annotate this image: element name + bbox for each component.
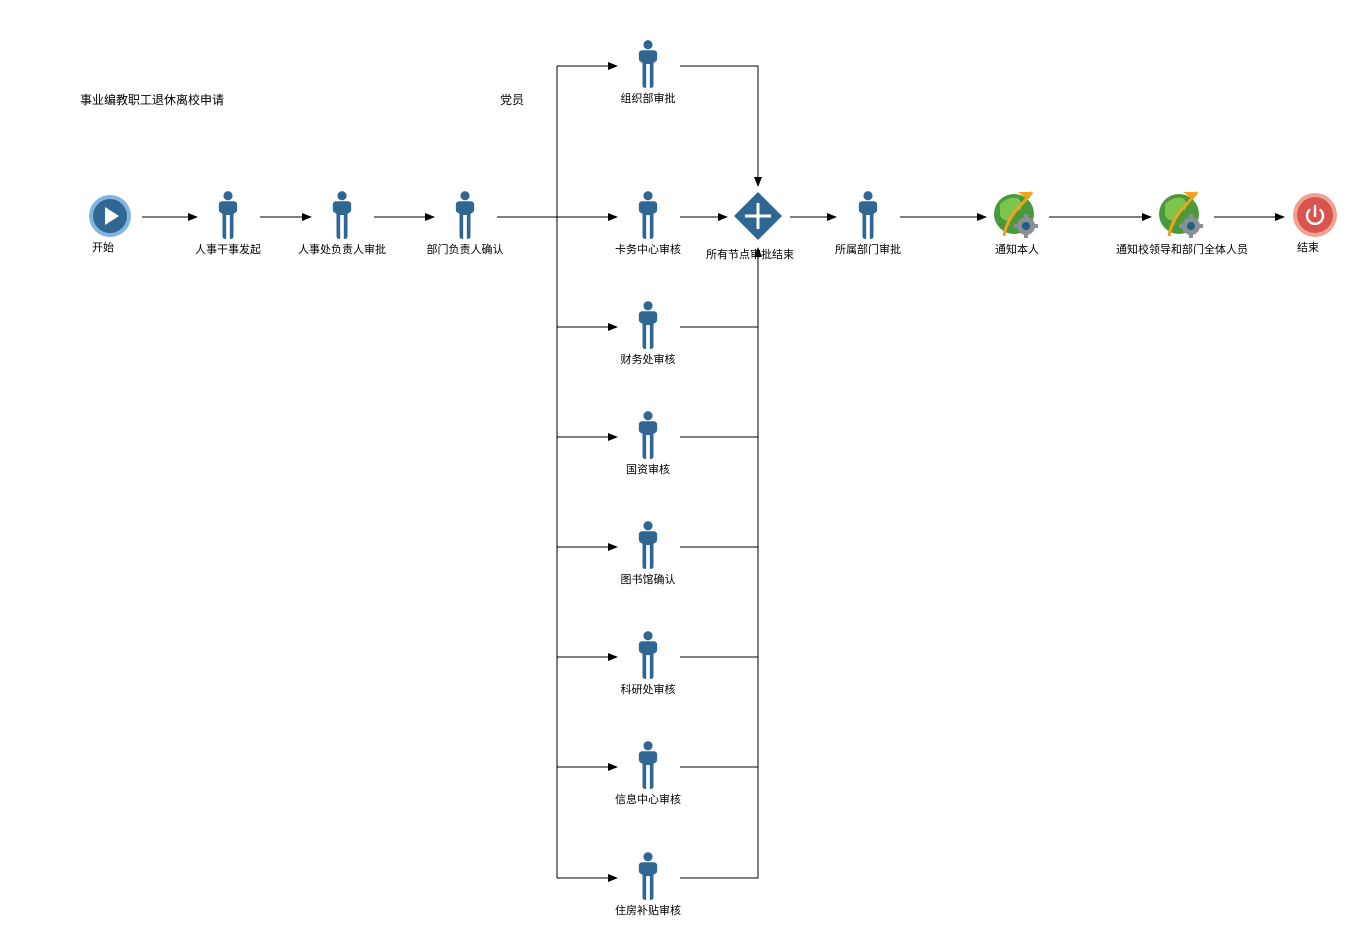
task-person-icon[interactable] <box>638 40 658 88</box>
task-label: 人事干事发起 <box>195 243 261 256</box>
gateway-label: 所有节点审批结束 <box>706 248 794 261</box>
service-task-label: 通知本人 <box>995 243 1039 256</box>
task-person-icon[interactable] <box>332 191 352 239</box>
task-person-icon[interactable] <box>638 852 658 900</box>
parallel-task-label: 图书馆确认 <box>620 573 676 586</box>
service-globe-gear-icon[interactable] <box>994 190 1040 240</box>
task-person-icon[interactable] <box>638 191 658 239</box>
task-person-icon[interactable] <box>638 301 658 349</box>
parallel-task-label: 卡务中心审核 <box>615 243 681 256</box>
end-event[interactable] <box>1293 193 1337 237</box>
task-person-icon[interactable] <box>218 191 238 239</box>
start-event[interactable] <box>89 195 131 237</box>
service-globe-gear-icon[interactable] <box>1159 190 1205 240</box>
task-person-icon[interactable] <box>858 191 878 239</box>
service-task-label: 通知校领导和部门全体人员 <box>1116 243 1248 256</box>
play-icon <box>105 207 119 225</box>
start-label: 开始 <box>92 241 114 254</box>
task-person-icon[interactable] <box>638 411 658 459</box>
merge-arrow <box>680 65 762 187</box>
merge-arrow <box>680 247 762 879</box>
task-person-icon[interactable] <box>638 741 658 789</box>
parallel-task-label: 科研处审核 <box>620 683 676 696</box>
parallel-task-label: 信息中心审核 <box>615 793 681 806</box>
power-icon <box>1305 204 1325 225</box>
task-person-icon[interactable] <box>638 521 658 569</box>
task-label: 人事处负责人审批 <box>298 243 386 256</box>
process-title: 事业编教职工退休离校申请 <box>80 93 225 107</box>
task-label: 部门负责人确认 <box>426 243 504 256</box>
parallel-task-label: 国资审核 <box>626 463 670 476</box>
task-person-icon[interactable] <box>455 191 475 239</box>
end-label: 结束 <box>1297 241 1319 254</box>
task-person-icon[interactable] <box>638 631 658 679</box>
parallel-task-label: 财务处审核 <box>620 353 676 366</box>
parallel-gateway-icon[interactable] <box>734 192 782 240</box>
lane-label: 党员 <box>500 93 525 107</box>
parallel-task-label: 组织部审批 <box>620 92 676 105</box>
parallel-task-label: 住房补贴审核 <box>615 904 681 917</box>
task-label: 所属部门审批 <box>835 243 901 256</box>
